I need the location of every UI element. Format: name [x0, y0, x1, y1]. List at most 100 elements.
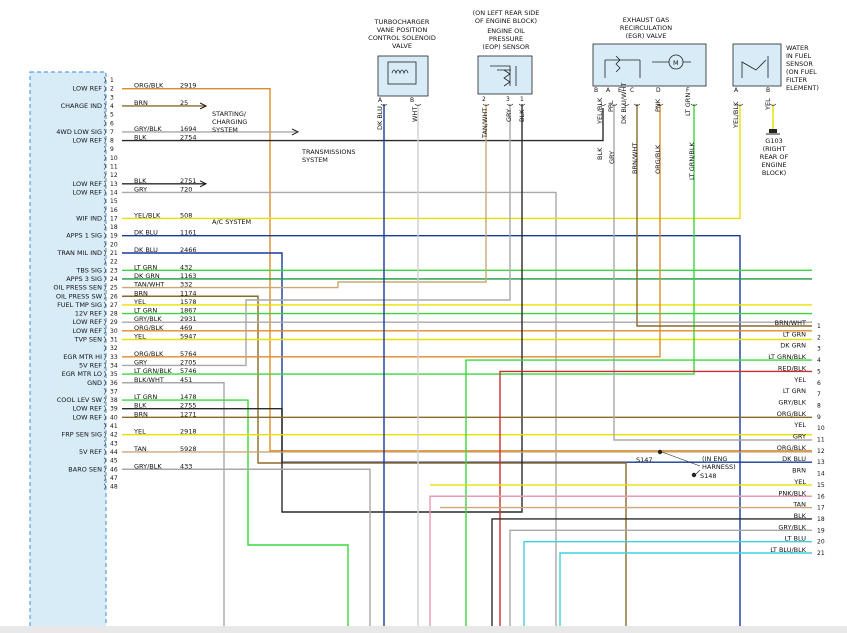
pin-number: 38	[110, 397, 118, 404]
pin-terminal	[103, 422, 106, 430]
svg-text:(RIGHT: (RIGHT	[763, 145, 786, 153]
wire-lt-grn-blk	[122, 104, 695, 375]
svg-text:YEL/BLK: YEL/BLK	[732, 101, 740, 129]
wif-sensor-title: WATER IN FUEL SENSOR (ON FUEL FILTER ELE…	[786, 44, 819, 92]
svg-text:LT GRN: LT GRN	[684, 93, 692, 116]
svg-text:(ON LEFT REAR SIDE: (ON LEFT REAR SIDE	[473, 9, 540, 17]
wire-gry	[122, 104, 511, 367]
svg-text:M: M	[673, 59, 679, 67]
circuit-number: 2705	[180, 358, 197, 366]
wire-yel-blk	[122, 104, 741, 220]
svg-text:GRY: GRY	[608, 151, 616, 164]
pin-number: 24	[110, 276, 118, 283]
wire-dk-blu	[122, 235, 741, 630]
signal-label: 4WD LOW SIG	[56, 128, 102, 136]
pin-terminal	[736, 103, 744, 106]
right-wire-color: LT BLU	[785, 535, 807, 543]
wire-color-label: YEL	[133, 298, 146, 306]
pin-terminal	[103, 379, 106, 386]
right-wire-color: PNK/BLK	[778, 489, 806, 497]
wire-lt-grn-blk	[465, 359, 812, 630]
svg-text:GRY: GRY	[505, 109, 513, 122]
circuit-number: 1174	[180, 289, 197, 297]
pin-terminal	[103, 232, 106, 239]
wire-color-label: YEL	[133, 428, 146, 436]
splice-s148: S148	[691, 472, 717, 480]
pin-number: 21	[110, 250, 118, 257]
svg-text:3: 3	[506, 96, 510, 103]
svg-text:ENGINE: ENGINE	[762, 161, 787, 169]
right-wire-color: ORG/BLK	[777, 410, 807, 418]
pin-terminal	[103, 249, 106, 257]
right-wire-number: 5	[817, 368, 821, 375]
pin-number: 8	[110, 138, 114, 145]
circuit-number: 1578	[180, 298, 197, 306]
harness-leader	[661, 451, 701, 475]
signal-label: COOL LEV SW	[57, 396, 103, 404]
signal-label: LOW REF	[73, 318, 103, 326]
pin-terminal	[103, 301, 106, 309]
svg-text:FILTER: FILTER	[786, 76, 807, 84]
pin-number: 20	[110, 241, 118, 248]
pin-terminal	[103, 163, 106, 170]
pin-number: 1	[110, 77, 114, 84]
svg-text:TURBOCHARGER: TURBOCHARGER	[374, 18, 430, 26]
wire-color-label: GRY/BLK	[134, 462, 162, 470]
pin-number: 30	[110, 328, 118, 335]
pin-number: 14	[110, 189, 118, 196]
svg-text:STARTING/: STARTING/	[212, 110, 247, 118]
right-wire-color: YEL	[793, 421, 806, 429]
right-wire-number: 14	[817, 471, 825, 478]
wire-color-label: LT GRN	[134, 393, 157, 401]
starting-system-label: STARTING/ CHARGING SYSTEM	[212, 110, 247, 134]
potentiometer-icon	[490, 65, 517, 87]
circuit-number: 1161	[180, 229, 197, 237]
wire-color-label: BLK	[134, 402, 147, 410]
circuit-number: 720	[180, 185, 192, 193]
pin-terminal	[103, 327, 106, 335]
wire-color-label: GRY/BLK	[134, 125, 162, 133]
wire-color-label: GRY	[134, 358, 147, 366]
right-wire-number: 17	[817, 505, 825, 512]
right-wire-number: 21	[817, 550, 825, 557]
right-wire-color: LT BLU/BLK	[770, 546, 807, 554]
pin-number: 35	[110, 371, 118, 378]
pin-number: 43	[110, 440, 118, 447]
pin-terminal	[103, 353, 106, 361]
svg-text:WATER: WATER	[786, 44, 809, 52]
svg-text:TRANSMISSIONS: TRANSMISSIONS	[301, 148, 355, 156]
wire-tan-wht	[122, 104, 487, 289]
pin-terminal	[103, 137, 106, 144]
pin-number: 15	[110, 198, 118, 205]
pin-terminal	[103, 396, 106, 404]
pin-terminal	[103, 111, 106, 118]
pin-number: 10	[110, 155, 118, 162]
signal-label: OIL PRESS SW	[56, 292, 103, 300]
svg-text:BRN/WHT: BRN/WHT	[631, 143, 639, 174]
svg-text:DK BLU/WHT: DK BLU/WHT	[620, 83, 628, 124]
pin-number: 32	[110, 345, 118, 352]
right-wire-number: 2	[817, 334, 821, 341]
right-wire-color: LT GRN	[783, 330, 806, 338]
signal-label: CHARGE IND	[61, 102, 102, 110]
wire-color-label: YEL	[133, 333, 146, 341]
svg-text:OF ENGINE BLOCK): OF ENGINE BLOCK)	[475, 17, 537, 25]
wire-color-label: BLK	[134, 177, 147, 185]
wire-color-label: LT GRN	[134, 263, 157, 271]
right-wire-number: 15	[817, 482, 825, 489]
wire-gry-blk	[122, 468, 371, 630]
svg-text:BLK: BLK	[518, 109, 526, 122]
wire-brn-wht	[636, 104, 812, 327]
wire-color-label: BRN	[134, 99, 148, 107]
pin-number: 29	[110, 319, 118, 326]
right-wire-color: GRY/BLK	[778, 398, 806, 406]
signal-label: LOW REF	[73, 85, 103, 93]
right-wire-number: 13	[817, 459, 825, 466]
right-wire-number: 1	[817, 323, 821, 330]
circuit-number: 5947	[180, 333, 197, 341]
wire-color-label: BRN	[134, 410, 148, 418]
svg-text:PRESSURE: PRESSURE	[489, 35, 523, 43]
pin-number: 26	[110, 293, 118, 300]
svg-text:BLOCK): BLOCK)	[762, 169, 786, 177]
circuit-number: 433	[180, 462, 192, 470]
